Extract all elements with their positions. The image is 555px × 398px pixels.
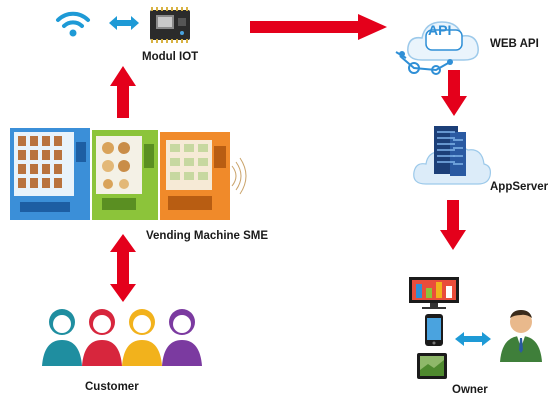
monitor-icon <box>408 276 460 310</box>
devices-owner-arrow <box>454 330 492 348</box>
api-badge-text: API <box>428 22 452 38</box>
phone-icon <box>424 313 444 347</box>
customer-group-icon <box>40 304 206 366</box>
vending-label: Vending Machine SME <box>146 230 269 242</box>
web-api-label: WEB API <box>490 38 539 50</box>
iot-board-icon <box>148 6 192 44</box>
wifi-icon <box>55 8 91 38</box>
appserver-label: AppServer <box>490 181 549 193</box>
server-cloud-icon <box>410 122 492 194</box>
tablet-icon <box>416 352 448 380</box>
customer-label: Customer <box>85 381 139 393</box>
vending-machine-icon <box>8 126 248 226</box>
modul-iot-label: Modul IOT <box>142 51 199 63</box>
webapi-to-appserver-arrow <box>440 70 468 118</box>
vending-to-iot-arrow <box>109 66 137 120</box>
owner-label: Owner <box>452 384 488 396</box>
owner-person-icon <box>498 308 544 362</box>
appserver-to-owner-arrow <box>439 200 467 252</box>
vending-customer-arrow <box>109 234 137 302</box>
iot-to-webapi-arrow <box>250 13 390 41</box>
api-cloud-icon <box>392 12 488 82</box>
wifi-iot-link-arrow <box>108 14 140 32</box>
